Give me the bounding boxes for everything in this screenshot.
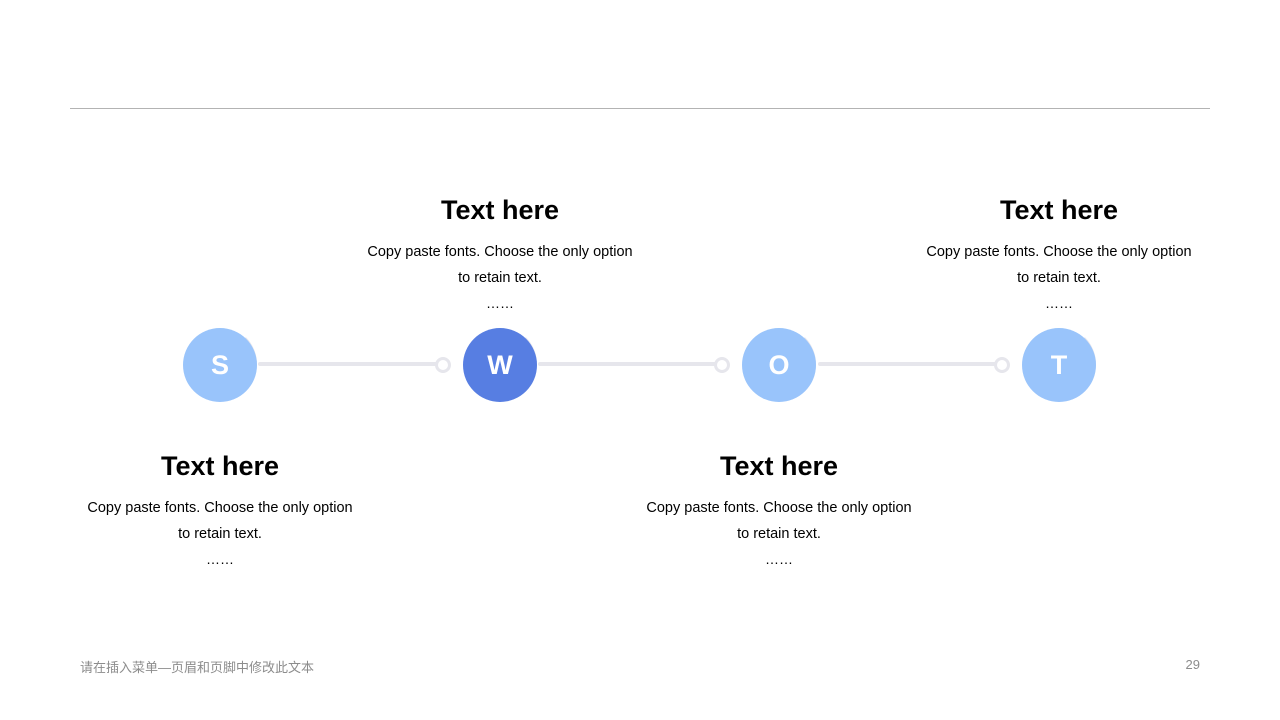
swot-node-o: O — [742, 326, 818, 404]
block-description: Copy paste fonts. Choose the only option… — [639, 495, 919, 547]
text-block-t: Text here Copy paste fonts. Choose the o… — [919, 193, 1199, 313]
node-circle: T — [1022, 328, 1096, 402]
block-title: Text here — [999, 195, 1119, 225]
block-description-line: to retain text. — [1017, 270, 1101, 286]
block-description-line: Copy paste fonts. Choose the only option — [926, 244, 1192, 260]
block-description-line: Copy paste fonts. Choose the only option — [87, 500, 353, 516]
swot-node-s: S — [183, 326, 259, 404]
text-block-o: Text here Copy paste fonts. Choose the o… — [639, 449, 919, 569]
block-description-line: Copy paste fonts. Choose the only option — [646, 500, 912, 516]
block-ellipsis: …… — [206, 551, 234, 567]
block-description-line: to retain text. — [737, 526, 821, 542]
connector-line — [538, 362, 718, 366]
connector-line — [818, 362, 998, 366]
block-ellipsis: …… — [765, 551, 793, 567]
block-description-line: to retain text. — [458, 270, 542, 286]
node-letter: W — [487, 349, 513, 380]
block-title: Text here — [440, 195, 560, 225]
footer-text: 请在插入菜单—页眉和页脚中修改此文本 — [80, 660, 315, 675]
connector-end-dot — [994, 357, 1010, 373]
node-letter: O — [768, 349, 790, 380]
block-description: Copy paste fonts. Choose the only option… — [80, 495, 360, 547]
connector-line — [258, 362, 438, 366]
swot-node-t: T — [1022, 326, 1098, 404]
node-circle: W — [463, 328, 537, 402]
node-circle: O — [742, 328, 816, 402]
block-description: Copy paste fonts. Choose the only option… — [360, 239, 640, 291]
block-description-line: Copy paste fonts. Choose the only option — [367, 244, 633, 260]
node-circle: S — [183, 328, 257, 402]
block-description: Copy paste fonts. Choose the only option… — [919, 239, 1199, 291]
text-block-s: Text here Copy paste fonts. Choose the o… — [80, 449, 360, 569]
text-block-w: Text here Copy paste fonts. Choose the o… — [360, 193, 640, 313]
block-ellipsis: …… — [1045, 295, 1073, 311]
connector-end-dot — [435, 357, 451, 373]
block-title: Text here — [160, 451, 280, 481]
block-ellipsis: …… — [486, 295, 514, 311]
node-letter: S — [210, 349, 229, 380]
connector-end-dot — [714, 357, 730, 373]
swot-node-w: W — [463, 326, 539, 404]
page-number: 29 — [1185, 657, 1200, 672]
node-letter: T — [1050, 349, 1068, 380]
block-description-line: to retain text. — [178, 526, 262, 542]
block-title: Text here — [719, 451, 839, 481]
header-divider — [70, 108, 1210, 109]
